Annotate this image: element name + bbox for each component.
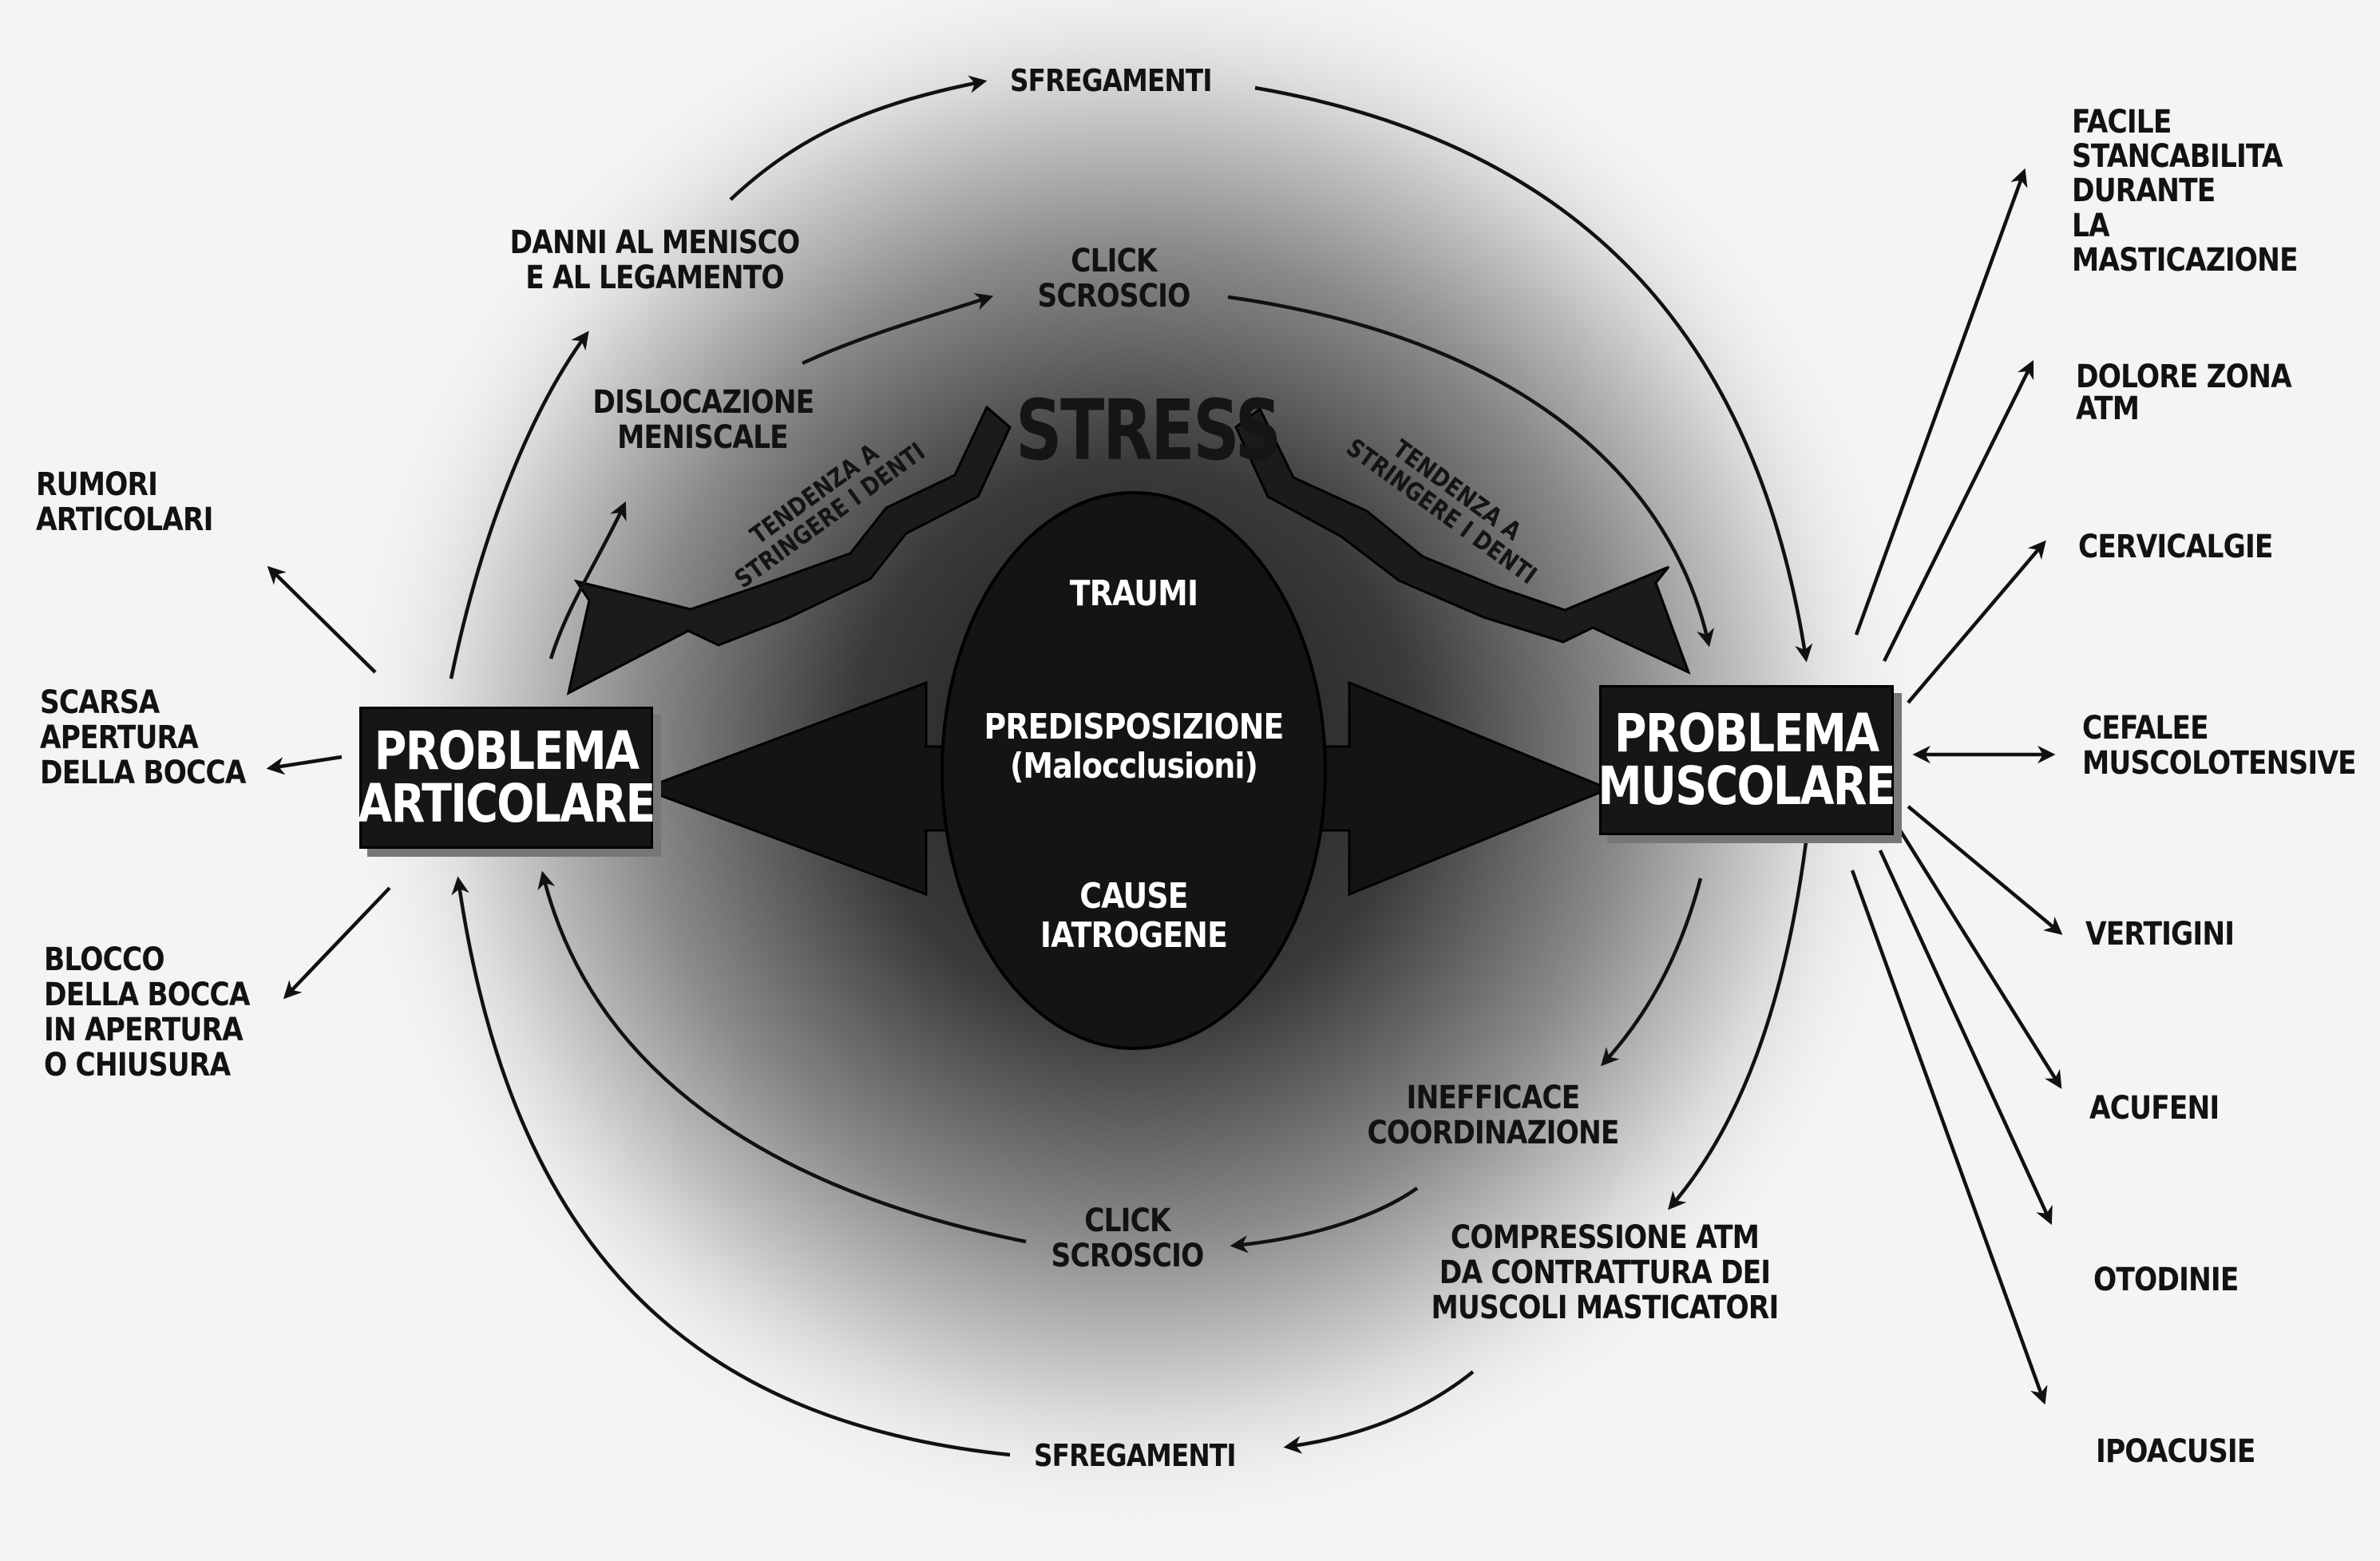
arrow-compressione-to-sfregamenti: [1283, 1370, 1475, 1454]
arrow-to-facile: [1854, 168, 2028, 636]
arrow-to-ipoacusie: [1850, 870, 2048, 1405]
compressione-label: COMPRESSIONE ATM DA CONTRATTURA DEI MUSC…: [1431, 1219, 1780, 1326]
arrow-muscolare-to-compressione: [1668, 842, 1808, 1210]
dislocazione-label: DISLOCAZIONE MENISCALE: [592, 384, 814, 456]
click-top-label: CLICK SCROSCIO: [1037, 243, 1191, 315]
arrow-to-vertigini: [1907, 805, 2063, 935]
arrow-inefficace-to-click: [1230, 1187, 1419, 1254]
problema-muscolare-label: PROBLEMA MUSCOLARE: [1598, 703, 1896, 817]
inefficace-label: INEFFICACE COORDINAZIONE: [1367, 1080, 1619, 1151]
arrow-articolare-to-danni: [449, 331, 589, 679]
arrow-to-acufeni: [1899, 829, 2062, 1089]
arrow-click-to-muscolare: [1227, 295, 1715, 648]
right-symptom-acufeni: ACUFENI: [2089, 1090, 2220, 1127]
arrow-muscolare-to-inefficace: [1600, 878, 1703, 1067]
right-symptom-cervicalgie: CERVICALGIE: [2078, 529, 2273, 565]
cause-label: CAUSE IATROGENE: [1040, 876, 1228, 957]
left-symptom-blocco: BLOCCO DELLA BOCCA IN APERTURA O CHIUSUR…: [44, 941, 250, 1084]
danni-label: DANNI AL MENISCO E AL LEGAMENTO: [509, 224, 801, 296]
left-symptom-rumori: RUMORI ARTICOLARI: [36, 466, 213, 538]
predisposizione-label: PREDISPOSIZIONE (Malocclusioni): [984, 707, 1284, 787]
arrow-articolare-to-dislocazione: [548, 501, 627, 660]
arrow-to-otodinie: [1878, 850, 2053, 1226]
arrow-to-scarsa: [266, 755, 343, 775]
right-symptom-otodinie: OTODINIE: [2093, 1262, 2239, 1298]
arrow-dislocazione-to-click: [802, 292, 994, 366]
right-symptom-cefalee: CEFALEE MUSCOLOTENSIVE: [2082, 710, 2357, 782]
stress-label: STRESS: [1016, 382, 1281, 479]
arrow-click-to-articolare: [537, 870, 1027, 1244]
stress-arrow-right: [1234, 406, 1691, 675]
arrow-to-cervicalgie: [1907, 540, 2046, 704]
problema-articolare-box: PROBLEMA ARTICOLARE: [358, 707, 655, 849]
right-symptom-vertigini: VERTIGINI: [2085, 916, 2235, 953]
arrow-sfregamenti-to-muscolare: [1254, 85, 1813, 663]
right-symptom-dolore: DOLORE ZONA ATM: [2076, 359, 2292, 427]
arrow-danni-to-sfregamenti: [729, 75, 988, 201]
problema-muscolare-box: PROBLEMA MUSCOLARE: [1598, 685, 1896, 835]
stress-arrow-left: [566, 405, 1012, 695]
right-symptom-ipoacusie: IPOACUSIE: [2096, 1433, 2255, 1470]
arrow-to-rumori: [267, 565, 377, 674]
problema-articolare-label: PROBLEMA ARTICOLARE: [358, 720, 655, 834]
traumi-label: TRAUMI: [1069, 573, 1198, 614]
central-ellipse: [941, 491, 1327, 1050]
sfregamenti-top-label: SFREGAMENTI: [1010, 63, 1213, 98]
left-symptom-scarsa: SCARSA APERTURA DELLA BOCCA: [40, 684, 246, 791]
sfregamenti-bottom-label: SFREGAMENTI: [1034, 1438, 1237, 1473]
right-symptom-facile: FACILE STANCABILITA DURANTE LA MASTICAZI…: [2072, 104, 2299, 279]
arrow-to-dolore: [1882, 359, 2034, 662]
click-bottom-label: CLICK SCROSCIO: [1051, 1202, 1205, 1274]
arrow-to-blocco: [283, 886, 391, 1000]
arrow-sfregamenti-to-articolare: [451, 876, 1011, 1457]
